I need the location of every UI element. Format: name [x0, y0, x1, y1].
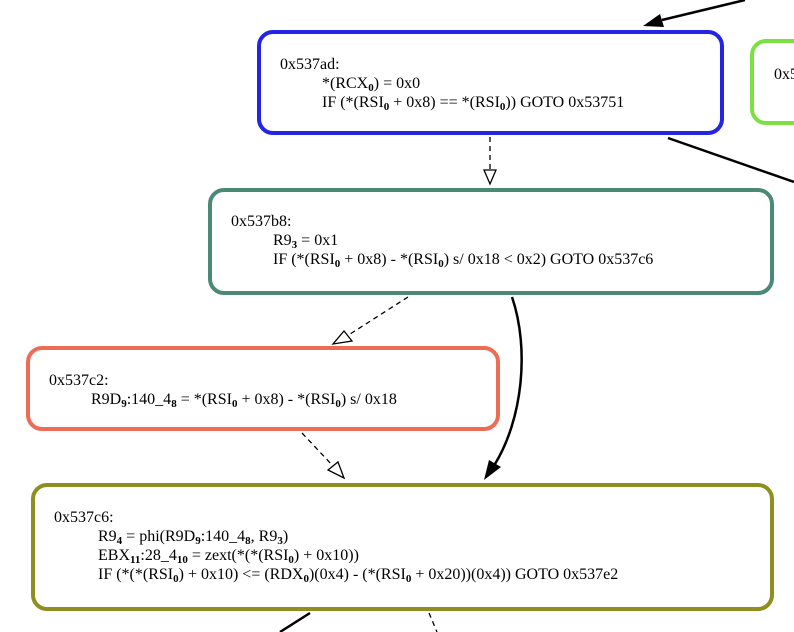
- block-instruction: R93 = 0x1: [273, 232, 339, 251]
- block-instruction: IF (*(RSI0 + 0x8) - *(RSI0) s/ 0x18 < 0x…: [273, 251, 654, 270]
- edge-n5-out-solid: [279, 611, 311, 632]
- edge-n3-n4: [346, 296, 409, 337]
- block-instruction: EBX11:28_410 = zext(*(*(RSI0) + 0x10)): [98, 547, 359, 566]
- block-address: 0x5: [774, 66, 794, 83]
- edge-n1-out: [667, 136, 794, 184]
- block-node-0x537c6[interactable]: 0x537c6: R94 = phi(R9D9:140_48, R93) EBX…: [31, 483, 774, 611]
- block-address: 0x537ad:: [280, 56, 340, 73]
- block-node-0x537b8[interactable]: 0x537b8: R93 = 0x1 IF (*(RSI0 + 0x8) - *…: [208, 188, 774, 295]
- block-node-partial[interactable]: 0x5: [750, 39, 794, 125]
- edge-n4-n5: [301, 432, 334, 467]
- block-address: 0x537b8:: [231, 213, 292, 230]
- block-node-0x537c2[interactable]: 0x537c2: R9D9:140_48 = *(RSI0 + 0x8) - *…: [26, 346, 500, 431]
- edge-n5-out-dashed: [428, 612, 438, 632]
- block-instruction: IF (*(*(RSI0) + 0x10) <= (RDX0)(0x4) - (…: [98, 566, 619, 585]
- block-instruction: *(RCX0) = 0x0: [322, 75, 421, 94]
- edge-n1-n3-arrowhead: [483, 169, 497, 186]
- edge-in-n1-arrowhead: [643, 14, 664, 27]
- block-address: 0x537c6:: [54, 509, 114, 526]
- block-instruction: R94 = phi(R9D9:140_48, R93): [98, 528, 289, 547]
- edge-in-n1: [661, 0, 746, 22]
- block-instruction: IF (*(RSI0 + 0x8) == *(RSI0)) GOTO 0x537…: [322, 94, 625, 113]
- edge-n3-n4-arrowhead: [331, 329, 354, 345]
- edge-n3-n5-arrowhead: [484, 460, 501, 480]
- block-address: 0x537c2:: [49, 372, 109, 389]
- block-instruction: R9D9:140_48 = *(RSI0 + 0x8) - *(RSI0) s/…: [91, 391, 397, 410]
- edge-n4-n5-arrowhead: [326, 460, 346, 480]
- block-node-0x537ad[interactable]: 0x537ad: *(RCX0) = 0x0 IF (*(RSI0 + 0x8)…: [257, 30, 724, 135]
- edge-n3-n5: [493, 296, 523, 465]
